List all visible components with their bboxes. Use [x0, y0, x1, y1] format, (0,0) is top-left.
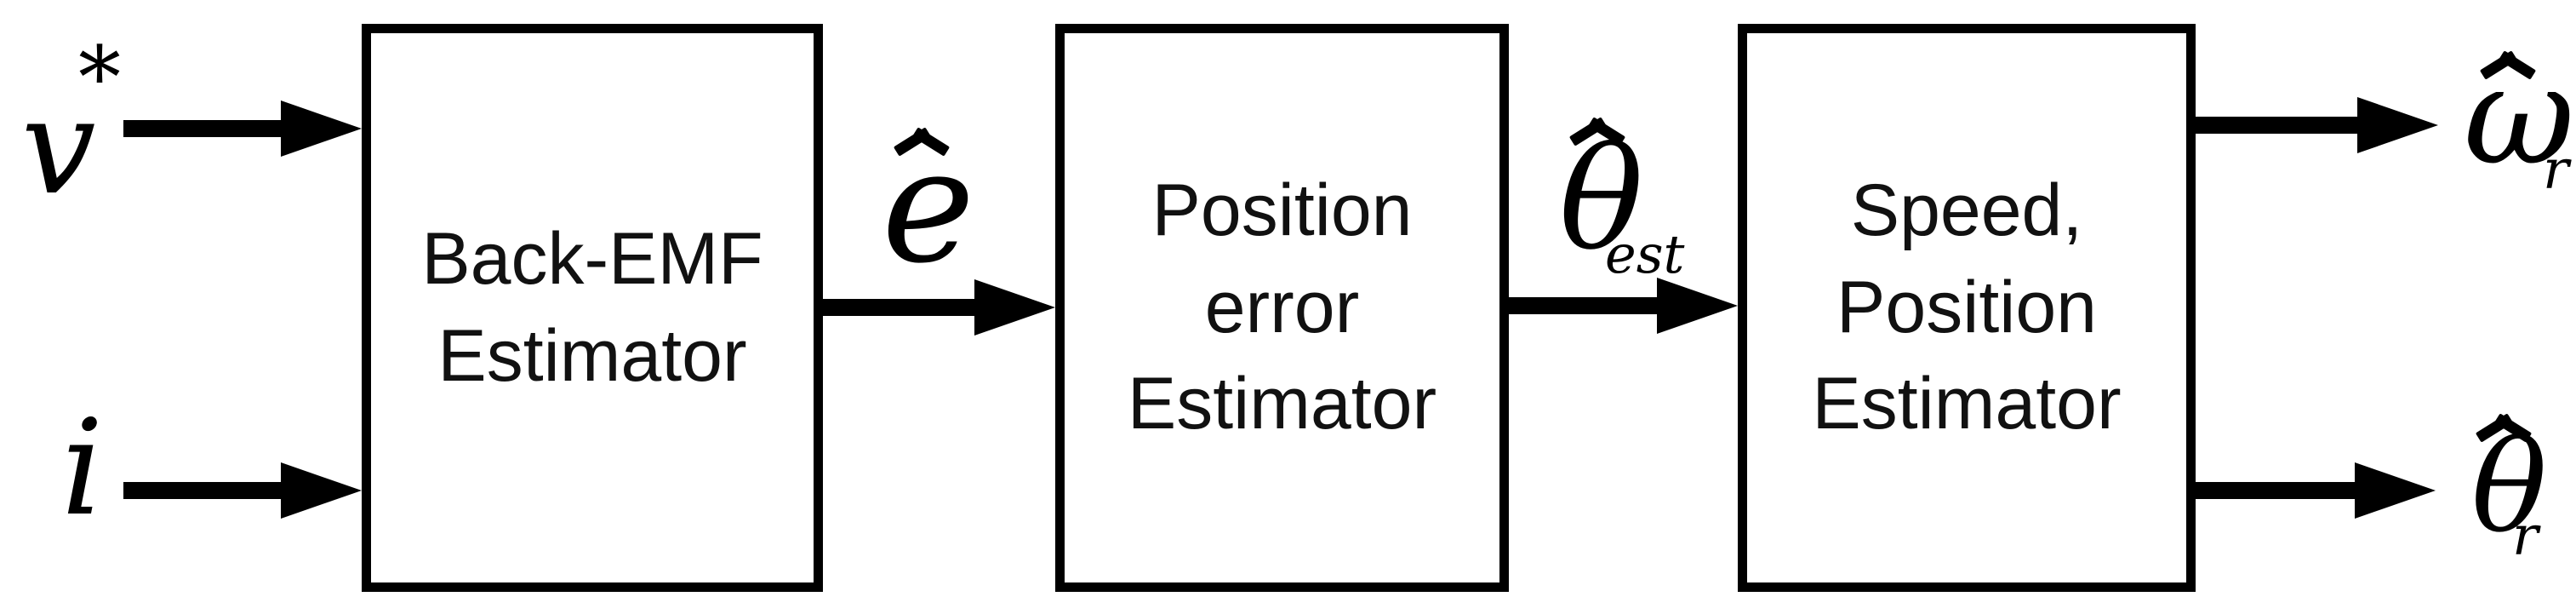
label-theta-r-subscript: r [2512, 505, 2539, 568]
arrow-shaft [2189, 117, 2362, 134]
block-line: Position [1151, 169, 1413, 252]
right-arrowhead-icon [974, 279, 1055, 336]
label-theta-est-subscript: est [1605, 223, 1685, 285]
label-i-input: i [61, 391, 104, 545]
right-arrowhead-icon [281, 100, 362, 157]
block-line: Speed, [1850, 169, 2083, 252]
label-e-signal: e [882, 114, 975, 298]
arrow-shaft [123, 482, 285, 499]
block-position-error-estimator: Position error Estimator [1055, 24, 1509, 592]
block-line: Estimator [1812, 363, 2122, 445]
right-arrowhead-icon [281, 462, 362, 519]
block-line: Estimator [1127, 363, 1437, 445]
arrow-shaft [817, 299, 979, 316]
right-arrowhead-icon [2355, 462, 2436, 519]
block-line: Estimator [437, 314, 747, 397]
label-omega-r-base: ω [2464, 36, 2575, 195]
label-theta-est-base: θ [1559, 118, 1644, 281]
label-v-input: v [21, 70, 96, 224]
block-line: error [1204, 266, 1360, 348]
right-arrowhead-icon [1657, 278, 1738, 334]
label-omega-r-subscript: r [2543, 139, 2569, 202]
block-line: Position [1836, 266, 2097, 348]
label-theta-r-base: θ [2471, 414, 2548, 560]
arrow-shaft [123, 120, 285, 137]
label-v-superscript: * [78, 28, 121, 128]
block-back-emf-estimator: Back-EMF Estimator [362, 24, 823, 592]
block-speed-position-estimator: Speed, Position Estimator [1738, 24, 2196, 592]
arrow-shaft [2189, 482, 2359, 499]
block-line: Back-EMF [421, 217, 763, 300]
arrow-shaft [1503, 297, 1660, 314]
right-arrowhead-icon [2357, 97, 2438, 153]
